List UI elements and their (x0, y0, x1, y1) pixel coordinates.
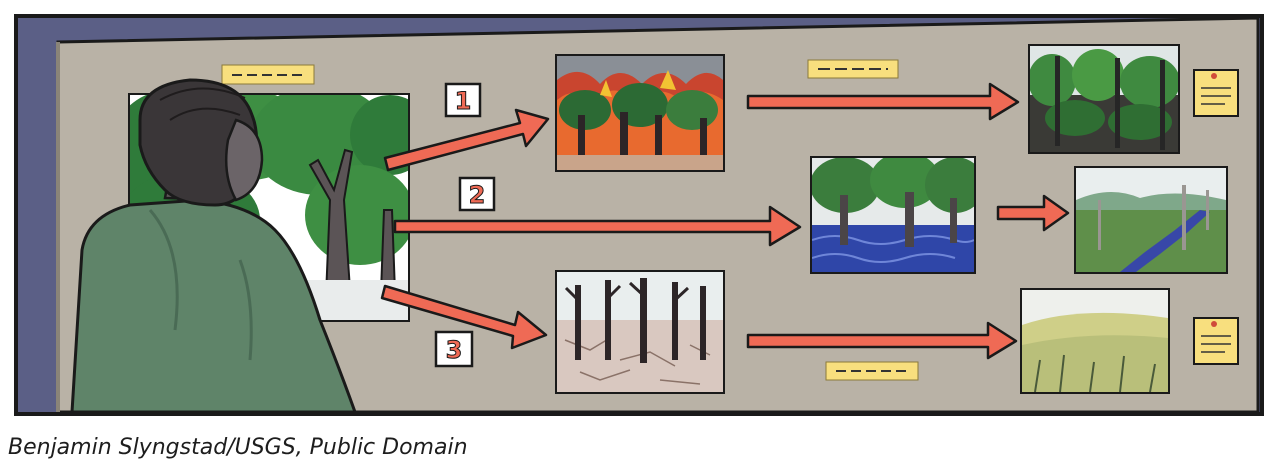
grassland-icon (1020, 288, 1170, 394)
sticky-note-icon (1193, 69, 1239, 117)
arrow-2-a (393, 205, 802, 247)
illustration: 1 2 3 (14, 14, 1264, 416)
flood-icon (810, 156, 976, 274)
svg-text:2: 2 (469, 181, 486, 209)
sticky-note-icon (1193, 317, 1239, 365)
number-card-1: 1 (444, 82, 482, 118)
number-card-2: 2 (458, 176, 496, 212)
arrow-3-b (746, 321, 1018, 360)
image-credit: Benjamin Slyngstad/USGS, Public Domain (8, 435, 468, 460)
regrowth-icon (1028, 44, 1180, 154)
drought-icon (555, 270, 725, 394)
marsh-icon (1074, 166, 1228, 274)
arrow-3-a (380, 284, 548, 350)
svg-text:1: 1 (455, 87, 472, 115)
svg-text:3: 3 (446, 336, 463, 364)
person-icon (70, 78, 358, 414)
arrow-1-a (383, 108, 550, 172)
number-card-3: 3 (434, 330, 474, 368)
fire-icon (555, 54, 725, 172)
arrow-2-b (996, 194, 1070, 232)
arrow-1-b (746, 82, 1020, 121)
